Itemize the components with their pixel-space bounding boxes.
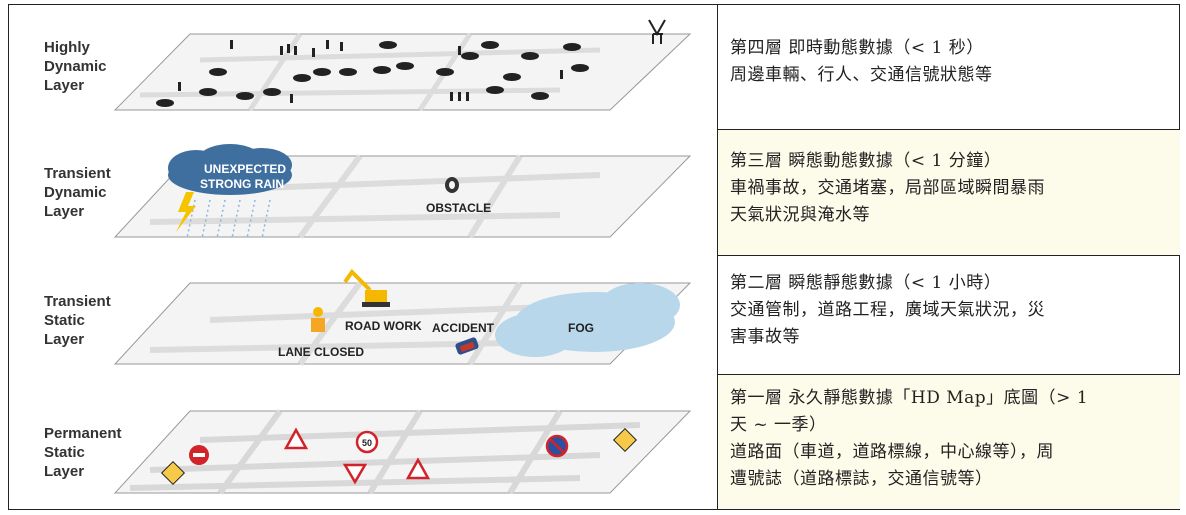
- deer-icon: [648, 19, 666, 44]
- description-layer-3: 第三層 瞬態動態數據（< 1 分鐘） 車禍事故，交通堵塞，局部區域瞬間暴雨 天氣…: [718, 130, 1180, 255]
- layer-illustration: UNEXPECTED STRONG RAIN OBSTACLE ROAD WOR…: [113, 19, 692, 495]
- row-divider: [718, 374, 1180, 375]
- road-work-tag: ROAD WORK: [345, 319, 422, 333]
- roadwork-warning-sign-icon: [283, 427, 309, 450]
- speed-limit-sign-icon: [355, 430, 379, 454]
- accident-car-icon: [455, 337, 479, 355]
- description-layer-2: 第二層 瞬態靜態數據（< 1 小時） 交通管制，道路工程，廣域天氣狀況，災 害事…: [730, 273, 1045, 347]
- animal-crossing-sign-icon: [612, 427, 638, 453]
- road-worker-icon: [311, 307, 325, 332]
- description-layer-1: 第一層 永久靜態數據「HD Map」底圖（> 1 天 ~ 一季） 道路面（車道，…: [718, 375, 1180, 509]
- yield-sign-icon: [342, 463, 368, 485]
- fog-tag: FOG: [568, 321, 594, 335]
- vehicles-icon: [156, 41, 589, 107]
- speed-limit-value: 50: [362, 438, 372, 448]
- slippery-road-sign-icon: [160, 460, 186, 486]
- figure-frame: [8, 4, 1180, 510]
- permanent-static-plane: 50: [113, 409, 692, 495]
- steep-hill-sign-icon: [405, 457, 431, 480]
- transient-static-plane: ROAD WORK ACCIDENT FOG LANE CLOSED: [113, 268, 692, 366]
- accident-tag: ACCIDENT: [432, 321, 495, 335]
- obstacle-tag: OBSTACLE: [426, 201, 491, 215]
- description-layer-4: 第四層 即時動態數據（< 1 秒） 周邊車輛、行人、交通信號狀態等: [730, 38, 993, 85]
- column-divider: [717, 4, 718, 510]
- transient-dynamic-plane: UNEXPECTED STRONG RAIN OBSTACLE: [113, 144, 692, 239]
- row-divider: [718, 255, 1180, 256]
- lightning-bolt-icon: [176, 192, 196, 232]
- row-divider: [718, 129, 1180, 130]
- rain-tag-line2: STRONG RAIN: [200, 177, 284, 191]
- rain-tag-line1: UNEXPECTED: [204, 162, 286, 176]
- rain-cloud-icon: [168, 144, 292, 239]
- pedestrians-icon: [178, 40, 563, 103]
- lane-closed-tag: LANE CLOSED: [278, 345, 364, 359]
- highly-dynamic-plane: [113, 19, 692, 112]
- excavator-icon: [343, 268, 390, 307]
